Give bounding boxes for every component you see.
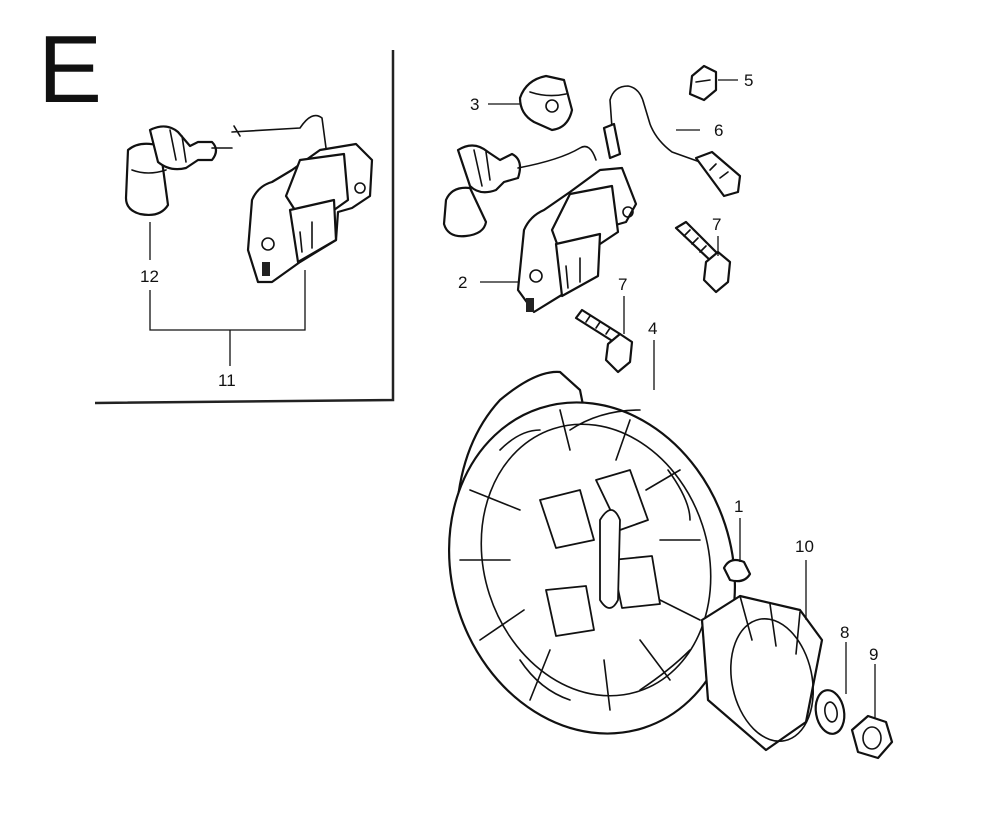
callout-9: 9 [869,645,878,664]
callout-2: 2 [458,273,467,292]
clip-5 [688,64,718,102]
inset-frame [94,50,395,405]
washer-8 [814,689,846,735]
callout-7-lower: 7 [618,275,627,294]
ignition-coil-2 [516,166,638,314]
terminal-cover-3 [518,74,574,132]
callout-7-upper: 7 [712,215,721,234]
spark-plug-cap-12 [124,125,233,217]
bolt-7-upper [674,220,732,294]
leader-lines [480,79,876,718]
callout-4: 4 [648,319,657,338]
flywheel-4 [447,370,737,735]
callout-10: 10 [795,537,814,556]
callout-8: 8 [840,623,849,642]
bracket-leader-11 [149,222,306,366]
callout-3: 3 [470,95,479,114]
callout-1: 1 [734,497,743,516]
section-letter: E [38,16,102,123]
nut-9 [850,714,894,760]
woodruff-key-1 [722,558,752,583]
stop-switch-wire-6 [602,85,742,198]
ignition-coil-inset [231,114,374,284]
callout-11: 11 [218,371,236,390]
starter-pulley-10 [700,594,824,752]
spark-plug-cap-main [442,144,597,238]
callout-12: 12 [140,267,159,286]
callout-6: 6 [714,121,723,140]
bolt-7-lower [574,308,634,374]
callout-5: 5 [744,71,753,90]
